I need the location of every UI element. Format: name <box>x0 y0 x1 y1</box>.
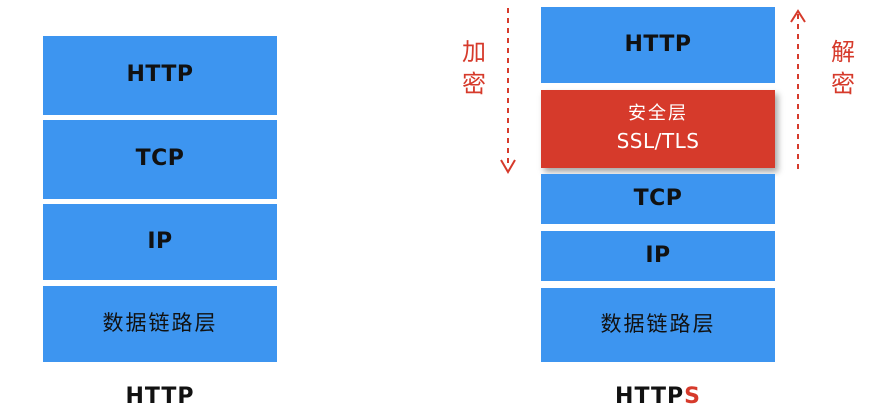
layer-label: 数据链路层 <box>600 312 716 337</box>
https-caption: HTTPS <box>538 384 778 409</box>
encrypt-char-1: 加 <box>462 38 486 66</box>
caption-text: HTTP <box>125 384 195 409</box>
security-layer-name: 安全层 <box>628 103 688 125</box>
http-caption: HTTP <box>40 384 280 409</box>
http-layer-datalink: 数据链路层 <box>43 286 277 362</box>
caption-text-main: HTTP <box>615 384 685 409</box>
decrypt-label: 解 密 <box>828 36 858 101</box>
layer-label: TCP <box>135 146 185 172</box>
https-layer-application: HTTP <box>541 7 775 83</box>
layer-label: IP <box>147 228 173 254</box>
layer-label: 数据链路层 <box>102 311 218 336</box>
https-layer-ip: IP <box>541 231 775 281</box>
http-layer-application: HTTP <box>43 36 277 115</box>
http-layer-ip: IP <box>43 204 277 280</box>
encrypt-char-2: 密 <box>462 70 486 99</box>
encrypt-label: 加 密 <box>459 36 489 101</box>
caption-text-accent: S <box>684 384 701 409</box>
dashed-arrow-down-icon <box>500 8 516 174</box>
http-layer-tcp: TCP <box>43 120 277 199</box>
security-layer-protocol: SSL/TLS <box>616 128 700 153</box>
https-layer-datalink: 数据链路层 <box>541 288 775 362</box>
decrypt-char-1: 解 <box>831 38 855 66</box>
layer-label: IP <box>645 242 671 268</box>
https-layer-tcp: TCP <box>541 174 775 224</box>
https-layer-security: 安全层 SSL/TLS <box>541 90 775 168</box>
decrypt-char-2: 密 <box>831 70 855 99</box>
dashed-arrow-up-icon <box>790 9 806 174</box>
layer-label: HTTP <box>624 31 692 57</box>
layer-label: HTTP <box>126 62 194 88</box>
layer-label: TCP <box>633 185 683 211</box>
